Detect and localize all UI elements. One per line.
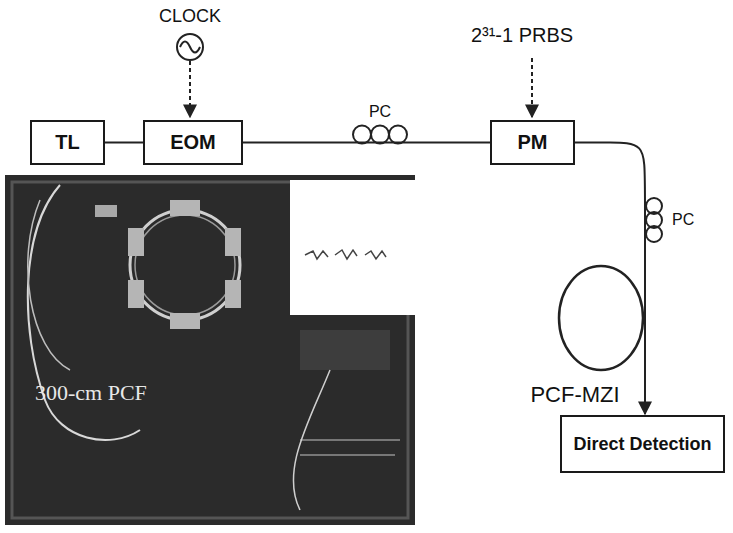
pc-coil — [646, 226, 662, 242]
box-text: PM — [518, 131, 548, 154]
pcf-loop — [559, 266, 643, 370]
laser-box: TL — [30, 120, 105, 165]
pc-coil — [389, 126, 407, 144]
detector-box: Direct Detection — [560, 415, 725, 473]
component-label: PC — [672, 211, 694, 229]
fiber-connector — [575, 143, 645, 415]
prbs-drive-line — [531, 58, 533, 117]
box-text: TL — [55, 131, 79, 154]
setup-photo — [5, 175, 415, 525]
component-label: PCF-MZI — [530, 382, 619, 408]
box-text: Direct Detection — [573, 434, 711, 455]
pc-coil — [353, 126, 371, 144]
modulator-box: PM — [490, 120, 575, 165]
fiber-connector — [105, 142, 143, 144]
signal-label: CLOCK — [159, 6, 221, 27]
modulator-box: EOM — [143, 120, 243, 165]
pc-coil — [371, 126, 389, 144]
component-label: PC — [369, 103, 391, 121]
clock-source — [177, 34, 203, 117]
box-text: EOM — [170, 131, 216, 154]
signal-label: 2³¹-1 PRBS — [471, 24, 573, 47]
photo-text: 300-cm PCF — [35, 380, 147, 406]
